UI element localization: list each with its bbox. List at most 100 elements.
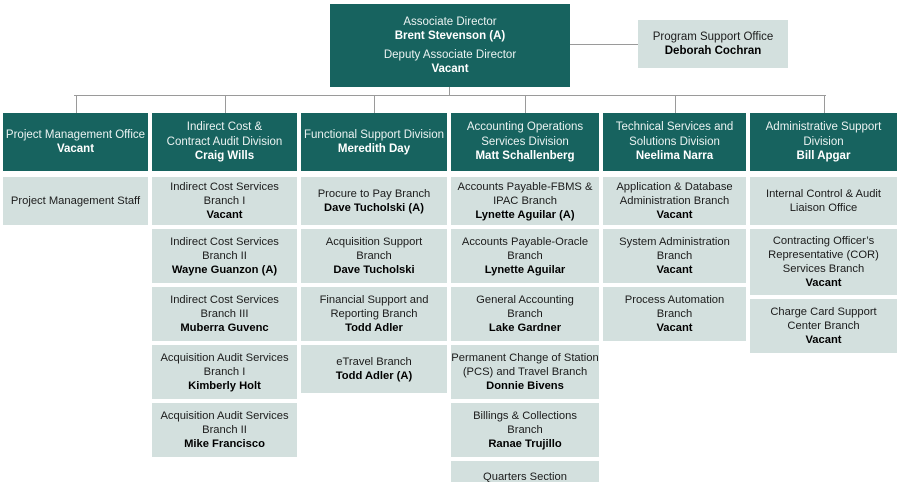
branch-title-4-5-line-2: Branch bbox=[507, 424, 543, 436]
branch-title-4-4-line-2: (PCS) and Travel Branch bbox=[462, 366, 588, 378]
branch-title-6-2-line-2: Representative (COR) bbox=[768, 249, 879, 261]
branch-name-2-4: Kimberly Holt bbox=[188, 380, 261, 392]
branch-title-4-1-line-2: IPAC Branch bbox=[493, 195, 557, 207]
branch-title-3-4: eTravel Branch bbox=[336, 356, 412, 368]
division-title-3: Functional Support Division bbox=[304, 128, 444, 141]
root-title-2: Deputy Associate Director bbox=[383, 48, 517, 61]
division-title-5-line-2: Solutions Division bbox=[629, 135, 720, 148]
branch-name-3-3: Todd Adler bbox=[345, 322, 403, 334]
branch-name-4-5: Ranae Trujillo bbox=[488, 438, 562, 450]
branch-name-5-2: Vacant bbox=[656, 264, 693, 276]
branch-box-1-1: Project Management Staff bbox=[3, 177, 148, 225]
root-name-2: Vacant bbox=[431, 62, 469, 75]
branch-title-2-5-line-2: Branch II bbox=[202, 424, 247, 436]
division-title-4: Accounting Operations bbox=[466, 121, 584, 134]
branch-name-6-2: Vacant bbox=[805, 277, 842, 289]
connector-root-to-pso bbox=[570, 44, 638, 45]
branch-name-2-1: Vacant bbox=[206, 209, 243, 221]
branch-title-5-2-line-2: Branch bbox=[656, 250, 693, 262]
branch-title-5-2: System Administration bbox=[619, 236, 730, 248]
pso-title: Program Support Office bbox=[652, 30, 774, 43]
branch-title-4-2: Accounts Payable-Oracle bbox=[461, 236, 589, 248]
division-title-6-line-2: Division bbox=[803, 135, 844, 148]
division-name-1: Vacant bbox=[56, 143, 95, 155]
branch-title-3-2: Acquisition Support bbox=[325, 236, 423, 248]
program-support-office-box: Program Support Office Deborah Cochran bbox=[638, 20, 788, 68]
branch-title-6-2: Contracting Officer’s bbox=[772, 235, 875, 247]
branch-title-6-1-line-2: Liaison Office bbox=[789, 202, 858, 214]
division-title-2-line-2: Contract Audit Division bbox=[166, 135, 283, 148]
root-name-1: Brent Stevenson (A) bbox=[394, 30, 506, 43]
connector-stem-column-5 bbox=[675, 95, 676, 113]
branch-title-2-4: Acquisition Audit Services bbox=[160, 352, 289, 364]
pso-name: Deborah Cochran bbox=[664, 45, 762, 57]
branch-title-3-1: Procure to Pay Branch bbox=[317, 188, 431, 200]
branch-name-4-4: Donnie Bivens bbox=[486, 380, 564, 392]
division-name-4: Matt Schallenberg bbox=[475, 150, 575, 163]
branch-title-5-3: Process Automation bbox=[624, 294, 725, 306]
branch-title-4-2-line-2: Branch bbox=[507, 250, 543, 262]
branch-name-4-1: Lynette Aguilar (A) bbox=[475, 209, 575, 221]
branch-title-4-1: Accounts Payable-FBMS & bbox=[457, 181, 593, 193]
branch-title-6-1: Internal Control & Audit bbox=[765, 188, 882, 200]
division-title-4-line-2: Services Division bbox=[481, 135, 569, 148]
branch-name-3-2: Dave Tucholski bbox=[333, 264, 415, 276]
division-title-5: Technical Services and bbox=[615, 121, 734, 134]
branch-title-4-6: Quarters Section bbox=[483, 471, 567, 482]
connector-horizontal-bus bbox=[74, 95, 826, 96]
branch-title-3-2-line-2: Branch bbox=[356, 250, 392, 262]
branch-title-2-3: Indirect Cost Services bbox=[170, 294, 279, 306]
branch-box-4-4: Permanent Change of Station (PCS) and Tra… bbox=[451, 345, 599, 399]
branch-name-3-1: Dave Tucholski (A) bbox=[324, 202, 424, 214]
branch-title-3-3: Financial Support and bbox=[319, 294, 429, 306]
branch-title-2-1: Indirect Cost Services bbox=[170, 181, 279, 193]
branch-title-1-1: Project Management Staff bbox=[10, 195, 141, 207]
connector-root-stem bbox=[449, 87, 450, 96]
branch-title-2-2: Indirect Cost Services bbox=[170, 236, 279, 248]
division-title-1: Project Management Office bbox=[5, 128, 146, 141]
division-name-3: Meredith Day bbox=[337, 143, 411, 155]
branch-title-2-2-line-2: Branch II bbox=[202, 250, 247, 262]
branch-title-4-5: Billings & Collections bbox=[473, 410, 577, 422]
branch-name-5-1: Vacant bbox=[656, 209, 693, 221]
branch-title-2-3-line-2: Branch III bbox=[200, 308, 249, 320]
branch-title-4-3-line-2: Branch bbox=[507, 308, 543, 320]
branch-title-5-1: Application & Database bbox=[616, 181, 733, 193]
division-name-6: Bill Apgar bbox=[796, 150, 851, 163]
root-title-1: Associate Director bbox=[403, 15, 497, 28]
branch-name-2-2: Wayne Guanzon (A) bbox=[171, 264, 278, 276]
branch-title-4-3: General Accounting bbox=[476, 294, 574, 306]
root-associate-director-box: Associate Director Brent Stevenson (A) D… bbox=[330, 4, 570, 87]
branch-title-6-2-line-3: Services Branch bbox=[782, 263, 865, 275]
division-name-2: Craig Wills bbox=[194, 150, 255, 163]
branch-title-6-3-line-2: Center Branch bbox=[787, 320, 860, 332]
branch-name-6-3: Vacant bbox=[805, 334, 842, 346]
branch-name-2-3: Muberra Guvenc bbox=[180, 322, 269, 334]
division-name-5: Neelima Narra bbox=[635, 150, 714, 163]
branch-title-4-4: Permanent Change of Station bbox=[451, 352, 599, 364]
division-title-6: Administrative Support bbox=[765, 121, 882, 134]
branch-title-2-1-line-2: Branch I bbox=[203, 195, 246, 207]
connector-stem-column-3 bbox=[374, 95, 375, 113]
